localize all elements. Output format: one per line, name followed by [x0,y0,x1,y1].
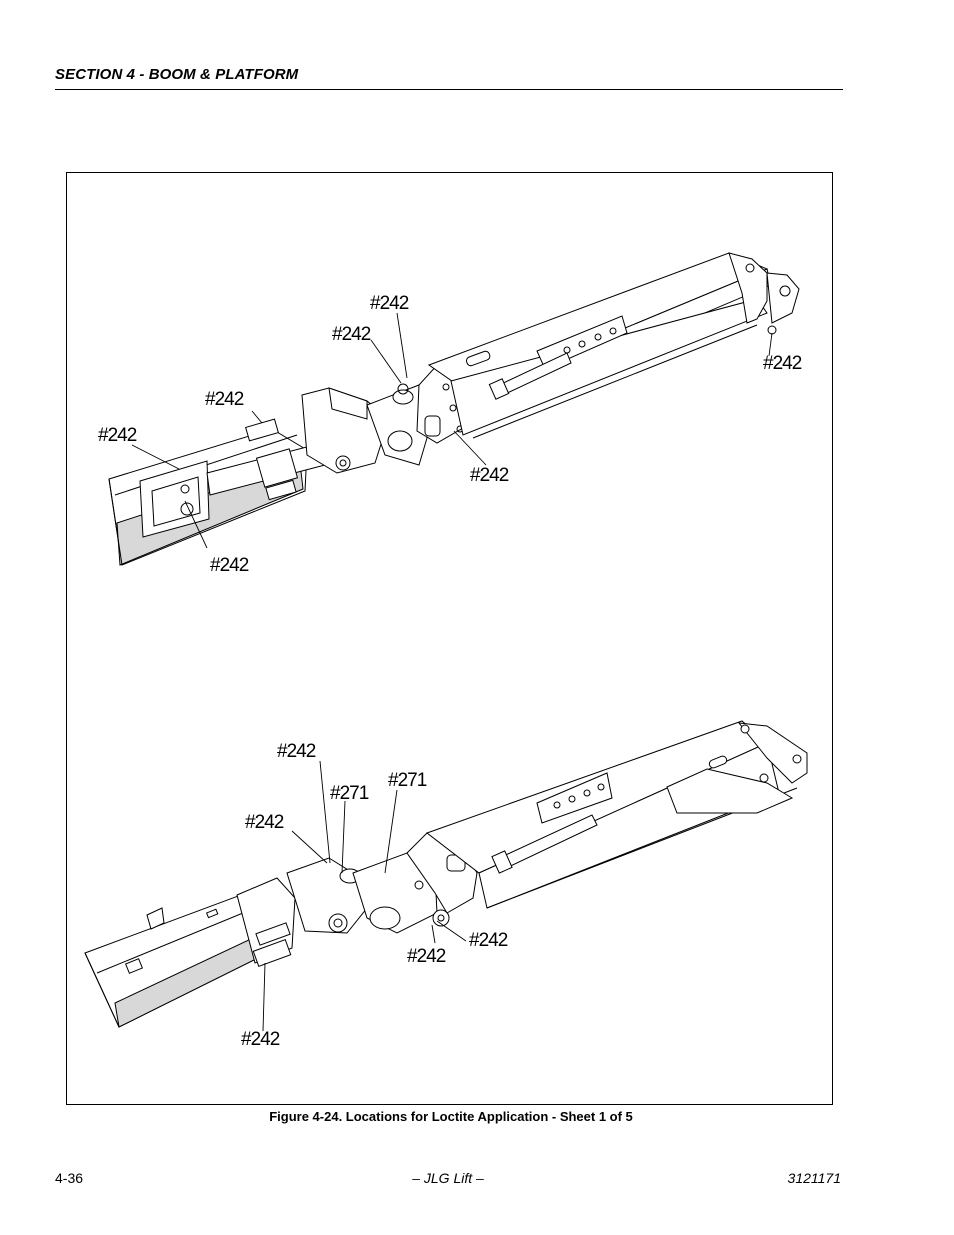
callout-lower-1: #242 [277,741,316,762]
upper-boom-drawing [108,252,800,566]
callout-lower-7: #242 [241,1029,280,1050]
callout-upper-1: #242 [370,293,409,314]
upper-leaders [131,312,773,549]
page-number: 4-36 [55,1170,84,1186]
callout-lower-3: #271 [388,770,427,791]
footer-brand-text: – JLG Lift – [412,1170,484,1186]
callout-upper-3: #242 [205,389,244,410]
callout-lower-4: #242 [245,812,284,833]
boom-illustration: #242 #242 #242 #242 #242 #242 #242 [84,252,808,1050]
document-number: 3121171 [787,1170,841,1186]
figure-frame: #242 #242 #242 #242 #242 #242 #242 [66,172,833,1105]
callout-upper-7: #242 [763,353,802,374]
callout-upper-4: #242 [98,425,137,446]
callout-upper-5: #242 [210,555,249,576]
header-rule [55,89,843,90]
lower-leaders [262,760,467,1032]
lower-boom-drawing [84,720,808,1028]
figure-caption: Figure 4-24. Locations for Loctite Appli… [0,1109,954,1124]
callout-lower-6: #242 [407,946,446,967]
callout-upper-2: #242 [332,324,371,345]
callout-lower-5: #242 [469,930,508,951]
footer-center: – JLG Lift – [0,1170,954,1186]
figure-caption-text: Figure 4-24. Locations for Loctite Appli… [269,1109,633,1124]
section-title: SECTION 4 - BOOM & PLATFORM [55,66,299,83]
callout-upper-6: #242 [470,465,509,486]
callout-lower-2: #271 [330,783,369,804]
